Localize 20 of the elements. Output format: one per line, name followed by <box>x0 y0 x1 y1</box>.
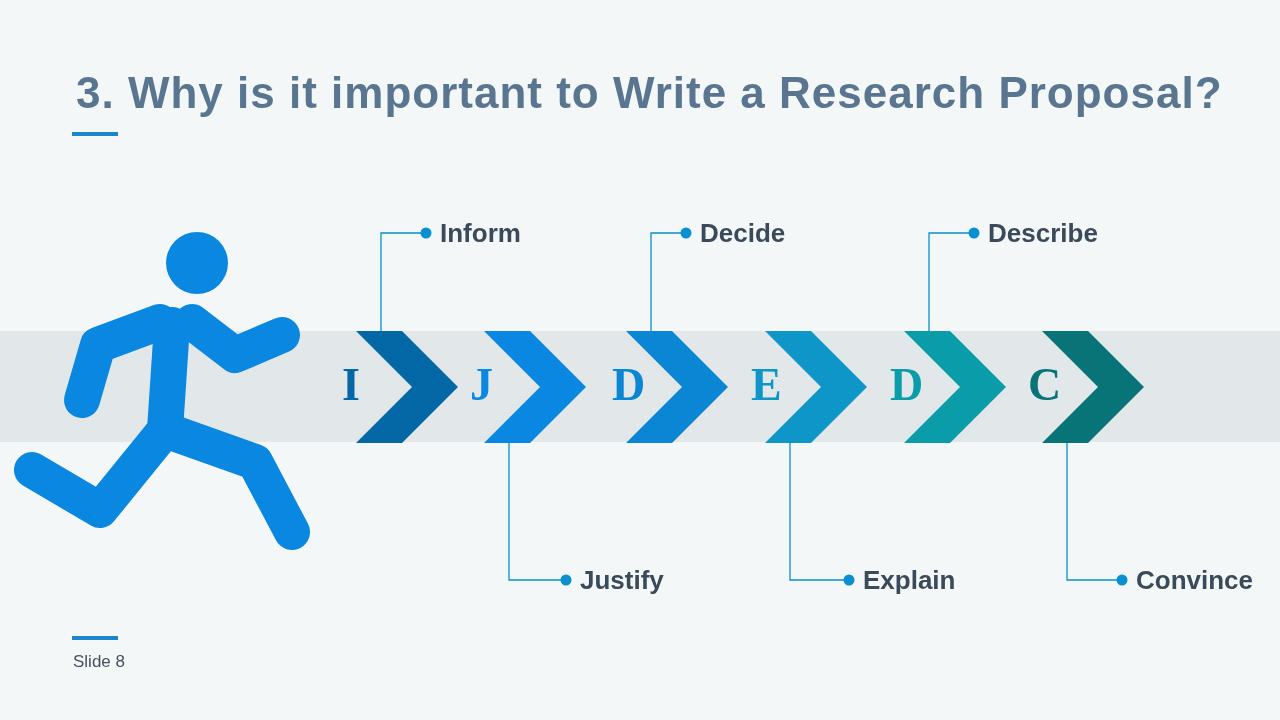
leader-line <box>789 442 855 586</box>
step-letter: E <box>751 360 782 410</box>
step-letter: D <box>890 360 924 410</box>
leader-line <box>380 227 432 332</box>
step-letter: J <box>470 360 493 410</box>
leader-line <box>650 227 692 332</box>
leader-line <box>508 442 572 586</box>
step-label: Decide <box>690 217 788 249</box>
step-letter: C <box>1028 360 1062 410</box>
leader-line <box>1066 442 1128 586</box>
step-label: Describe <box>978 217 1100 249</box>
step-label: Justify <box>570 564 666 596</box>
leader-line <box>928 227 980 332</box>
step-label: Convince <box>1126 564 1256 596</box>
step-label: Inform <box>430 217 523 249</box>
slide-number: Slide 8 <box>73 652 125 672</box>
step-letter: I <box>342 360 360 410</box>
slide-title: 3. Why is it important to Write a Research Proposal? <box>76 68 1223 118</box>
step-label: Explain <box>853 564 958 596</box>
step-letter: D <box>612 360 646 410</box>
